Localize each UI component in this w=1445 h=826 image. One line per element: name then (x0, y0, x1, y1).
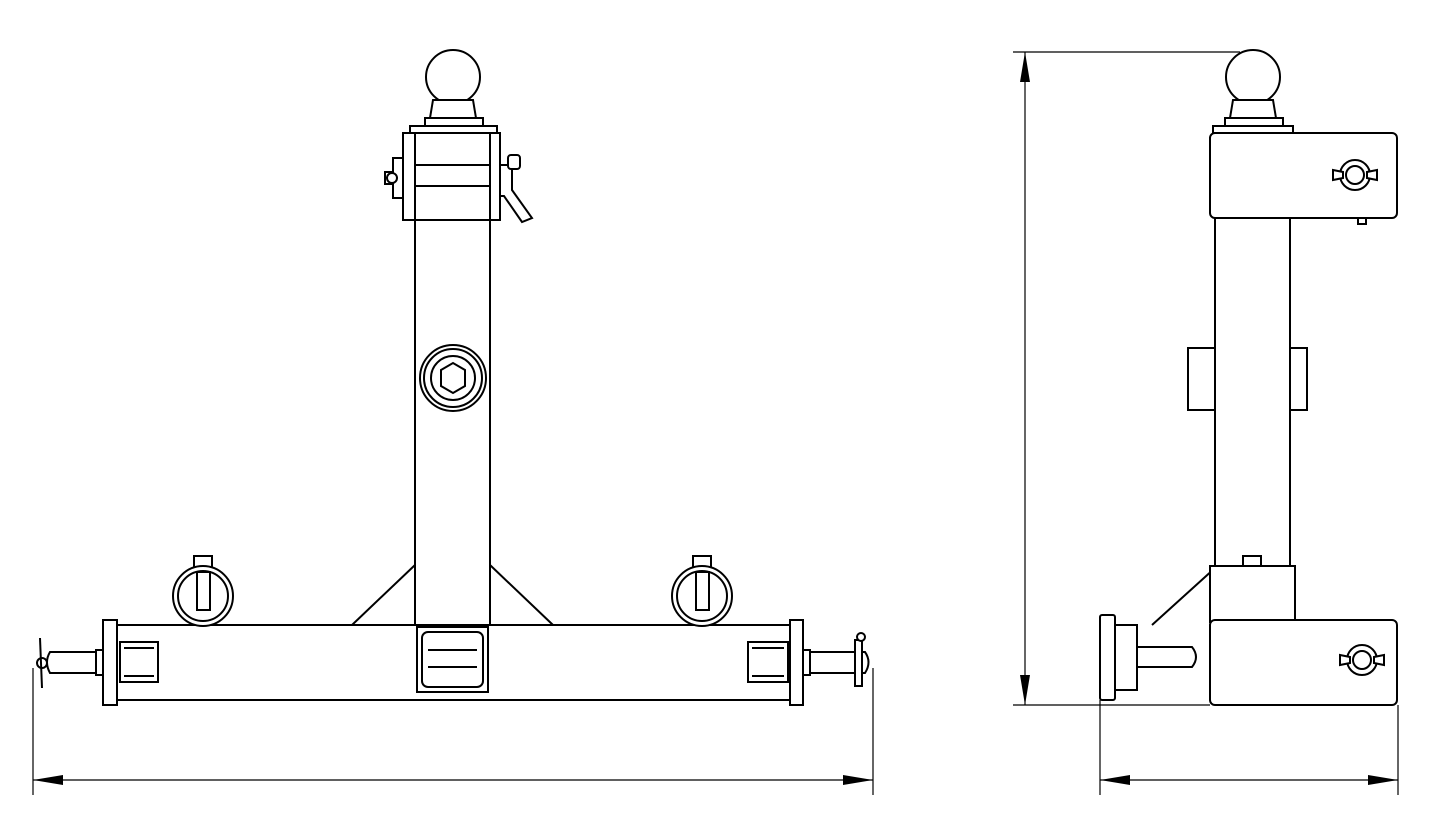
hitch-ball-side (1212, 49, 1294, 134)
side-view (1013, 49, 1399, 795)
lower-pin-side (1099, 614, 1197, 701)
gusset-right (489, 564, 554, 626)
round-boss (419, 344, 487, 412)
boss-left-side (1187, 347, 1216, 411)
lock-pin-left (384, 157, 404, 199)
receiver-tube (416, 626, 489, 693)
gusset-side (1151, 567, 1216, 626)
nut-side (1242, 555, 1262, 567)
width-dimension (32, 668, 874, 795)
hitch-ball (409, 49, 498, 134)
lever-handle (499, 154, 534, 224)
top-collar (402, 132, 501, 221)
depth-dimension (1099, 700, 1399, 795)
front-view (32, 49, 874, 795)
lower-pin-left (36, 619, 159, 706)
lower-pin-right (747, 619, 870, 706)
boss-right-side (1289, 347, 1308, 411)
upper-bracket (1209, 132, 1398, 225)
gusset-left (351, 564, 416, 626)
lower-plate (1209, 619, 1398, 706)
knob-right (671, 555, 733, 627)
mast-column (414, 219, 491, 626)
knob-left (172, 555, 234, 627)
height-dimension (1013, 51, 1240, 706)
lower-box-side (1209, 565, 1296, 623)
mast-column-side (1214, 217, 1291, 569)
